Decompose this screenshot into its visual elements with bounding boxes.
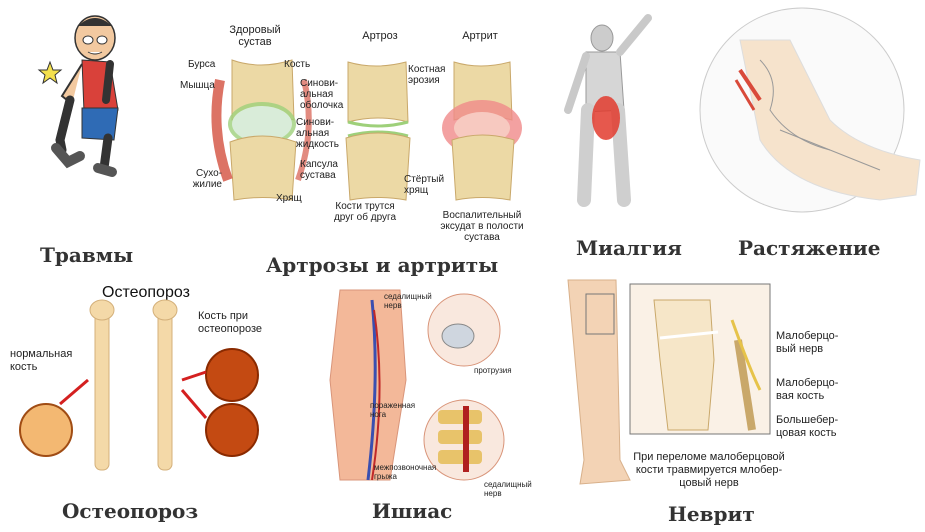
neuritis-leg-illustration [567, 279, 771, 485]
label-protrusion: протрузия [474, 366, 512, 375]
label-affected-leg: пораженная нога [370, 401, 416, 419]
label-sciatic-nerve-top: седалищный нерв [384, 292, 432, 310]
joint-diagrams [211, 59, 522, 201]
arthritis-joint-illustration [442, 61, 522, 201]
label-tibia: Большебер- цовая кость [776, 414, 839, 439]
label-worn-cartilage: Стёртый хрящ [404, 174, 445, 196]
arthrosis-panel: Здоровый сустав Артроз Артрит Бурса Мышц… [170, 0, 540, 282]
label-fibula: Малоберцо- вая кость [776, 377, 839, 402]
label-bursa: Бурса [188, 59, 216, 70]
osteoporosis-title: Остеопороз [102, 284, 190, 301]
label-synovial-fluid: Синови- альная жидкость [296, 117, 339, 150]
osteoporosis-caption: Остеопороз [62, 499, 199, 523]
label-tendon: Сухо- жилие [192, 168, 222, 190]
label-exudate: Воспалительный эксудат в полости сустава [440, 210, 524, 243]
injuries-panel: Травмы [0, 0, 170, 270]
myalgia-caption: Миалгия [576, 236, 682, 260]
label-bone-erosion: Костная эрозия [408, 64, 446, 86]
healthy-joint-illustration [211, 59, 312, 201]
neuritis-caption: Неврит [668, 502, 755, 526]
label-sciatic-nerve-bottom: седалищный нерв [484, 480, 532, 498]
label-neuritis-note: При переломе малоберцовой кости травмиру… [633, 451, 785, 489]
label-cartilage: Хрящ [276, 193, 302, 204]
label-peroneal-nerve: Малоберцо- вый нерв [776, 330, 839, 355]
sciatica-illustration [329, 289, 505, 481]
myalgia-body-illustration [564, 14, 652, 207]
sprain-caption: Растяжение [738, 236, 881, 260]
label-capsule: Капсула сустава [300, 159, 338, 181]
label-bones-rub: Кости трутся друг об друга [333, 201, 397, 223]
header-arthrosis: Артроз [362, 30, 398, 42]
label-synovial-membrane: Синови- альная оболочка [300, 78, 344, 111]
injured-man-illustration [37, 15, 119, 177]
label-osteoporosis-bone: Кость при остеопорозе [198, 310, 262, 335]
label-normal-bone: нормальная кость [10, 348, 73, 373]
label-hernia: межпозвоночная грыжа [374, 463, 437, 481]
neuritis-panel: Малоберцо- вый нерв Малоберцо- вая кость… [560, 279, 925, 532]
injuries-caption: Травмы [40, 243, 134, 267]
sprain-panel: Растяжение [680, 0, 925, 270]
arthrosis-caption: Артрозы и артриты [266, 253, 499, 277]
label-muscle: Мышца [180, 80, 215, 91]
header-arthritis: Артрит [462, 30, 498, 42]
sprain-ankle-illustration [699, 7, 921, 213]
osteoporosis-panel: Остеопороз нормальная кость Кость при ос… [0, 280, 300, 532]
label-bone: Кость [284, 59, 311, 70]
osteoporosis-bones-illustration [19, 299, 259, 471]
sciatica-panel: седалищный нерв пораженная нога протрузи… [310, 280, 550, 532]
header-healthy-joint: Здоровый сустав [229, 24, 281, 48]
myalgia-panel: Миалгия [548, 0, 698, 270]
arthrosis-joint-illustration [345, 61, 411, 201]
sciatica-caption: Ишиас [372, 499, 453, 523]
